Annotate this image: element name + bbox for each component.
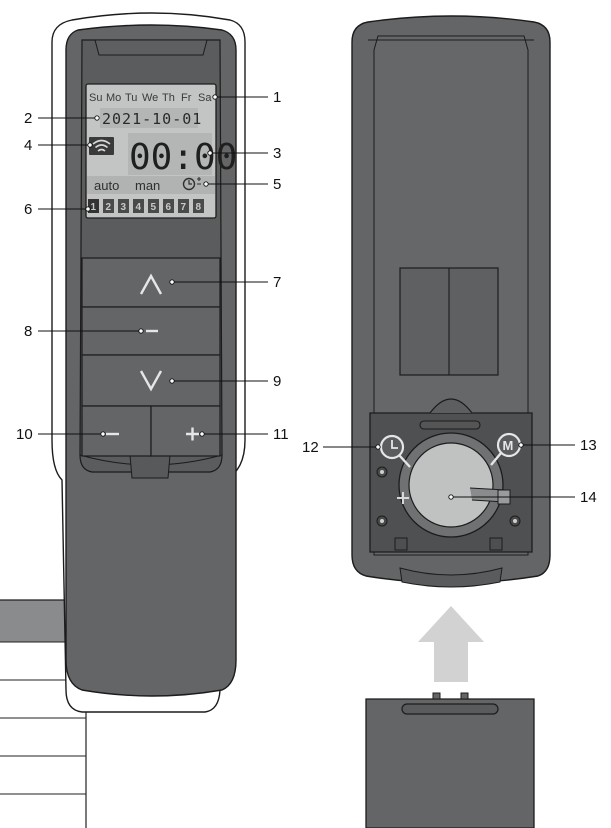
channel-box — [103, 199, 114, 213]
channel-label: 5 — [151, 202, 157, 213]
callout-dot — [207, 150, 213, 156]
channel-box — [193, 199, 204, 213]
m-button-label: M — [503, 438, 514, 453]
lcd-date: 2021-10-01 — [102, 110, 202, 128]
callout-number: 7 — [273, 274, 281, 291]
cover-hinge-tab — [460, 692, 469, 700]
battery-slot — [419, 420, 481, 430]
screw-icon — [376, 515, 388, 527]
channel-box — [88, 199, 99, 213]
cover-hinge-tab — [432, 692, 441, 700]
channel-label: 7 — [181, 202, 187, 213]
callout-dot — [94, 115, 100, 121]
weekday-sat: Sa — [198, 92, 212, 104]
back-callout-dots — [375, 442, 524, 500]
callout-number: 6 — [24, 201, 32, 218]
callout-dot — [212, 94, 218, 100]
weekday-sun: Su — [89, 92, 102, 104]
callout-dot — [375, 444, 381, 450]
callout-dot — [448, 494, 454, 500]
minus-button[interactable] — [81, 405, 152, 457]
weekday-tue: Tu — [125, 92, 137, 104]
callout-number: 13 — [580, 437, 597, 454]
cover-grip-slot — [401, 703, 499, 715]
lcd-mode-bar — [87, 176, 215, 194]
channel-box — [163, 199, 174, 213]
coin-cell-holder — [397, 432, 511, 538]
battery-plus-icon — [397, 492, 409, 504]
channel-box — [133, 199, 144, 213]
weekday-mon: Mo — [106, 92, 121, 104]
battery-cover — [365, 692, 535, 828]
channel-box — [178, 199, 189, 213]
channel-label: 8 — [196, 202, 202, 213]
callout-number: 2 — [24, 110, 32, 127]
lcd-time: 00:00 — [129, 137, 237, 178]
callout-dot — [169, 378, 175, 384]
front-bottom-tab — [129, 454, 171, 479]
callout-number: 10 — [16, 426, 33, 443]
callout-number: 12 — [302, 439, 319, 456]
coin-cell-battery — [408, 442, 494, 528]
callout-dot — [138, 328, 144, 334]
screw-icon — [509, 515, 521, 527]
lcd-date-field — [100, 108, 198, 128]
callout-dot — [203, 181, 209, 187]
back-callouts — [323, 444, 575, 498]
down-arrow-icon — [139, 370, 163, 392]
callout-dot — [85, 206, 91, 212]
plus-icon — [186, 427, 199, 441]
contact-square — [394, 537, 408, 551]
screw-icon — [376, 466, 388, 478]
channel-box — [118, 199, 129, 213]
callout-number: 14 — [580, 489, 597, 506]
clock-icon — [391, 440, 398, 449]
callout-number: 3 — [273, 145, 281, 162]
channel-box — [148, 199, 159, 213]
mode-auto: auto — [94, 178, 119, 193]
lcd-channels: 1 2 3 4 5 6 7 8 — [88, 199, 204, 213]
lcd-weekdays: Su Mo Tu We Th Fr Sa — [89, 92, 212, 104]
battery-tab-bump — [429, 398, 473, 414]
front-callouts — [38, 96, 268, 435]
weekday-fri: Fr — [181, 92, 192, 104]
channel-label: 2 — [106, 202, 112, 213]
back-bottom-lip — [399, 567, 503, 588]
clock-button[interactable] — [379, 434, 411, 468]
callout-number: 8 — [24, 323, 32, 340]
callout-number: 1 — [273, 89, 281, 106]
channel-label: 4 — [136, 202, 142, 213]
callout-dot — [100, 431, 106, 437]
plus-button[interactable] — [150, 405, 221, 457]
callout-number: 5 — [273, 176, 281, 193]
weekday-thu: Th — [162, 92, 175, 104]
callout-number: 4 — [24, 137, 32, 154]
front-top-notch — [94, 39, 208, 56]
channel-label: 3 — [121, 202, 127, 213]
channel-label: 6 — [166, 202, 172, 213]
remote-front: Su Mo Tu We Th Fr Sa 2021-10-01 00:00 au… — [51, 12, 246, 713]
callout-dot — [199, 431, 205, 437]
clock-plusminus-icon — [182, 177, 201, 191]
mode-manual: man — [135, 178, 160, 193]
lcd-time-field — [128, 133, 212, 175]
contact-square — [489, 537, 503, 551]
up-arrow-icon — [139, 273, 163, 295]
channel-label: 1 — [91, 202, 97, 213]
remote-back: M — [351, 15, 551, 588]
callout-number: 11 — [273, 426, 289, 443]
callout-dot — [169, 279, 175, 285]
callout-dot — [518, 442, 524, 448]
m-button-stem — [490, 452, 502, 466]
back-callout-numbers: 12 13 14 — [302, 437, 597, 506]
signal-icon — [89, 137, 114, 155]
callout-number: 9 — [273, 373, 281, 390]
front-callout-dots — [85, 94, 218, 437]
callout-dot — [87, 142, 93, 148]
weekday-wed: We — [142, 92, 158, 104]
clock-button-stem — [398, 454, 411, 468]
front-callout-numbers: 1 2 3 4 5 6 7 8 9 10 11 — [16, 89, 289, 443]
insert-direction-arrow — [418, 606, 484, 682]
